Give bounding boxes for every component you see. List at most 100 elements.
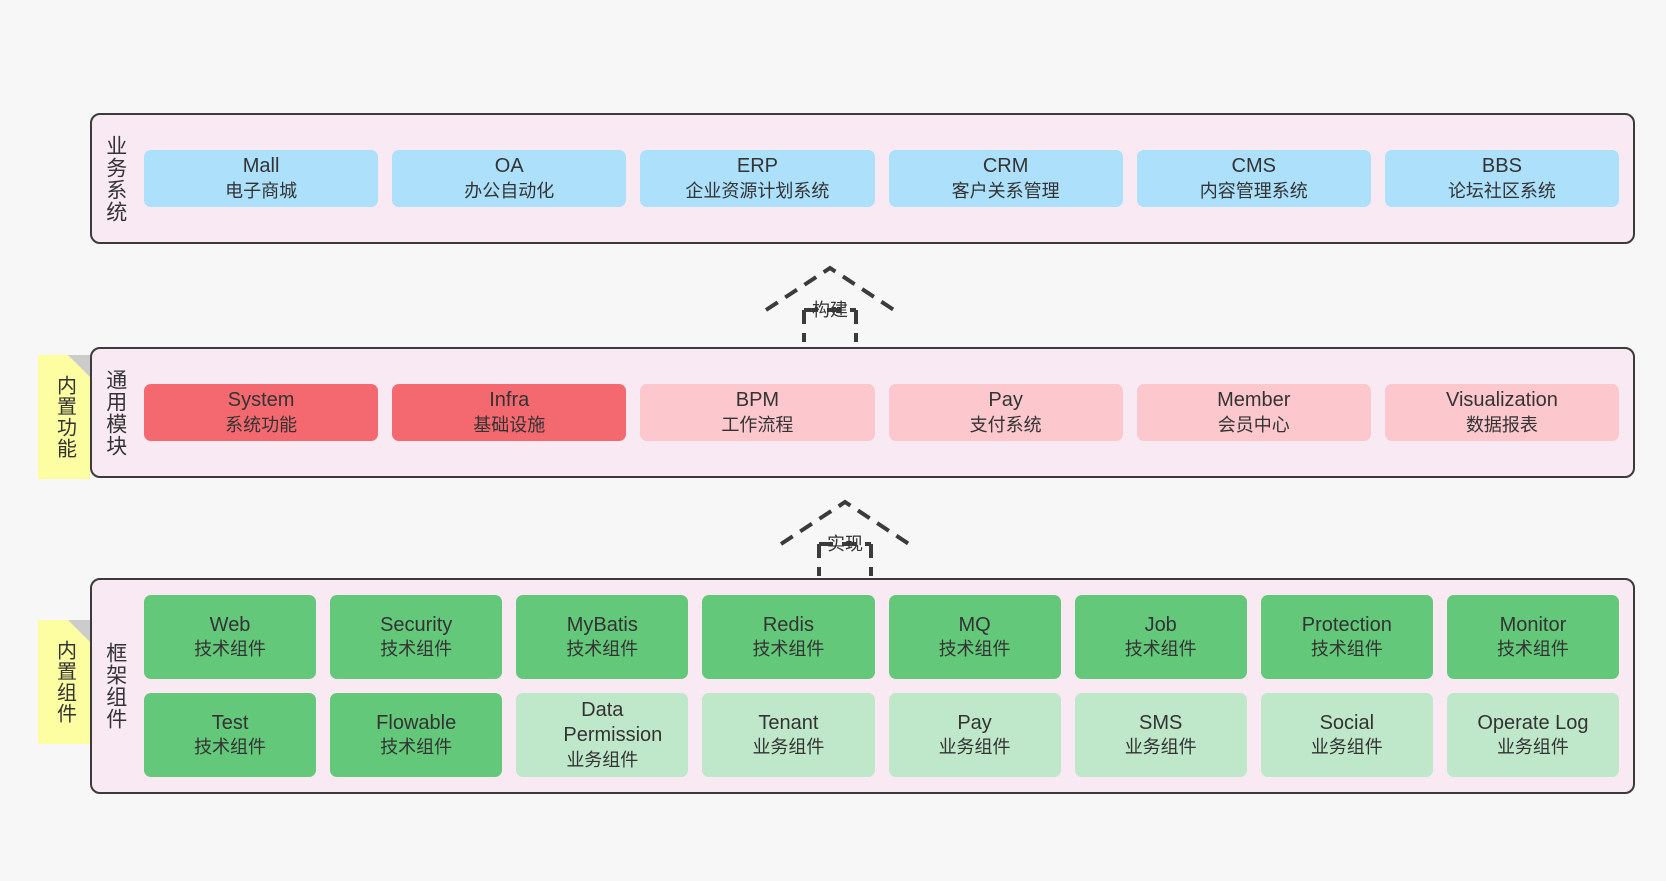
node-erp-desc: 企业资源计划系统	[685, 180, 830, 201]
node-member[interactable]: Member 会员中心	[1136, 384, 1371, 441]
node-sms-name: SMS	[1139, 711, 1183, 734]
node-mybatis-name: MyBatis	[566, 613, 638, 636]
node-social[interactable]: Social 业务组件	[1260, 693, 1433, 777]
node-erp-name: ERP	[736, 155, 778, 178]
node-infra[interactable]: Infra 基础设施	[392, 384, 627, 441]
layer-common-modules-title: 通用模块	[103, 368, 127, 457]
connector-build-label: 构建	[812, 300, 848, 320]
node-pay-module-name: Pay	[988, 389, 1023, 412]
node-social-desc: 业务组件	[1310, 737, 1383, 758]
framework-business-row: Test 技术组件 Flowable 技术组件 Data Permission …	[144, 693, 1619, 777]
node-bpm[interactable]: BPM 工作流程	[640, 384, 875, 441]
node-cms-name: CMS	[1231, 155, 1276, 178]
node-job-name: Job	[1144, 613, 1177, 636]
node-test-name: Test	[211, 711, 249, 734]
node-bbs[interactable]: BBS 论坛社区系统	[1384, 150, 1620, 207]
business-node-row: Mall 电子商城 OA 办公自动化 ERP 企业资源计划系统 CRM 客户关系…	[144, 150, 1620, 207]
node-flowable-name: Flowable	[376, 711, 457, 734]
node-operate-log-desc: 业务组件	[1496, 737, 1569, 758]
layer-framework-components-body: Web 技术组件 Security 技术组件 MyBatis 技术组件 Redi…	[138, 580, 1633, 792]
node-sms[interactable]: SMS 业务组件	[1074, 693, 1247, 777]
node-member-name: Member	[1217, 389, 1291, 412]
node-redis[interactable]: Redis 技术组件	[702, 595, 875, 679]
node-flowable[interactable]: Flowable 技术组件	[330, 693, 503, 777]
node-member-desc: 会员中心	[1217, 414, 1290, 435]
node-erp[interactable]: ERP 企业资源计划系统	[640, 150, 875, 207]
connector-build: 构建	[760, 262, 900, 342]
node-pay-component[interactable]: Pay 业务组件	[888, 693, 1061, 777]
node-crm[interactable]: CRM 客户关系管理	[888, 150, 1123, 207]
node-oa-desc: 办公自动化	[464, 180, 555, 201]
node-tenant-desc: 业务组件	[752, 737, 825, 758]
node-protection[interactable]: Protection 技术组件	[1260, 595, 1433, 679]
node-job[interactable]: Job 技术组件	[1074, 595, 1247, 679]
note-builtin-components: 内置组件	[38, 620, 90, 744]
layer-business-systems-body: Mall 电子商城 OA 办公自动化 ERP 企业资源计划系统 CRM 客户关系…	[138, 115, 1633, 242]
node-oa[interactable]: OA 办公自动化	[392, 150, 627, 207]
node-web[interactable]: Web 技术组件	[144, 595, 317, 679]
common-node-row: System 系统功能 Infra 基础设施 BPM 工作流程 Pay 支付系统…	[144, 384, 1620, 441]
node-web-name: Web	[209, 613, 251, 636]
node-monitor-name: Monitor	[1499, 613, 1567, 636]
node-mq-name: MQ	[958, 613, 991, 636]
node-visualization-name: Visualization	[1445, 389, 1558, 412]
layer-framework-components: 框架组件 Web 技术组件 Security 技术组件 MyBatis 技术组件…	[90, 578, 1635, 794]
node-visualization-desc: 数据报表	[1465, 414, 1538, 435]
node-monitor-desc: 技术组件	[1496, 639, 1569, 660]
build-arrow-shaft	[802, 308, 858, 342]
node-bbs-desc: 论坛社区系统	[1447, 180, 1556, 201]
node-bpm-name: BPM	[735, 389, 780, 412]
node-operate-log[interactable]: Operate Log 业务组件	[1446, 693, 1619, 777]
node-tenant[interactable]: Tenant 业务组件	[702, 693, 875, 777]
node-pay-component-name: Pay	[957, 711, 992, 734]
node-cms-desc: 内容管理系统	[1199, 180, 1308, 201]
implement-arrow-shaft	[817, 542, 873, 576]
node-mq[interactable]: MQ 技术组件	[888, 595, 1061, 679]
note-builtin-functions-label: 内置功能	[53, 375, 76, 459]
node-mall-desc: 电子商城	[225, 180, 298, 201]
node-visualization[interactable]: Visualization 数据报表	[1384, 384, 1620, 441]
connector-implement-label: 实现	[827, 534, 863, 554]
node-security-desc: 技术组件	[380, 639, 453, 660]
node-protection-desc: 技术组件	[1310, 639, 1383, 660]
node-bbs-name: BBS	[1481, 155, 1522, 178]
node-system-desc: 系统功能	[225, 414, 298, 435]
note-fold-corner-icon	[68, 620, 90, 642]
node-test-desc: 技术组件	[194, 737, 267, 758]
node-pay-module[interactable]: Pay 支付系统	[888, 384, 1123, 441]
node-web-desc: 技术组件	[194, 639, 267, 660]
node-system[interactable]: System 系统功能	[144, 384, 379, 441]
node-mall[interactable]: Mall 电子商城	[144, 150, 379, 207]
note-builtin-components-label: 内置组件	[53, 640, 76, 724]
node-social-name: Social	[1319, 711, 1375, 734]
node-flowable-desc: 技术组件	[380, 737, 453, 758]
node-tenant-name: Tenant	[758, 711, 819, 734]
layer-framework-components-title: 框架组件	[103, 642, 127, 730]
node-crm-name: CRM	[982, 155, 1029, 178]
node-test[interactable]: Test 技术组件	[144, 693, 317, 777]
node-security-name: Security	[380, 613, 453, 636]
node-monitor[interactable]: Monitor 技术组件	[1446, 595, 1619, 679]
node-security[interactable]: Security 技术组件	[330, 595, 503, 679]
node-cms[interactable]: CMS 内容管理系统	[1136, 150, 1371, 207]
node-operate-log-name: Operate Log	[1477, 711, 1589, 734]
node-mq-desc: 技术组件	[938, 639, 1011, 660]
node-infra-name: Infra	[489, 389, 530, 412]
node-pay-module-desc: 支付系统	[969, 414, 1042, 435]
node-job-desc: 技术组件	[1124, 639, 1197, 660]
implement-arrowhead	[779, 499, 911, 546]
node-pay-component-desc: 业务组件	[938, 737, 1011, 758]
node-mall-name: Mall	[242, 155, 280, 178]
node-data-permission-name: Data Permission	[563, 698, 663, 747]
layer-common-modules-body: System 系统功能 Infra 基础设施 BPM 工作流程 Pay 支付系统…	[138, 349, 1633, 476]
node-bpm-desc: 工作流程	[721, 414, 794, 435]
layer-business-systems-title: 业务系统	[103, 134, 127, 223]
node-data-permission[interactable]: Data Permission 业务组件	[516, 693, 689, 777]
note-builtin-functions: 内置功能	[38, 355, 90, 479]
connector-implement: 实现	[775, 496, 915, 576]
node-system-name: System	[227, 389, 295, 412]
note-fold-corner-icon	[68, 355, 90, 377]
node-mybatis[interactable]: MyBatis 技术组件	[516, 595, 689, 679]
node-redis-name: Redis	[762, 613, 814, 636]
